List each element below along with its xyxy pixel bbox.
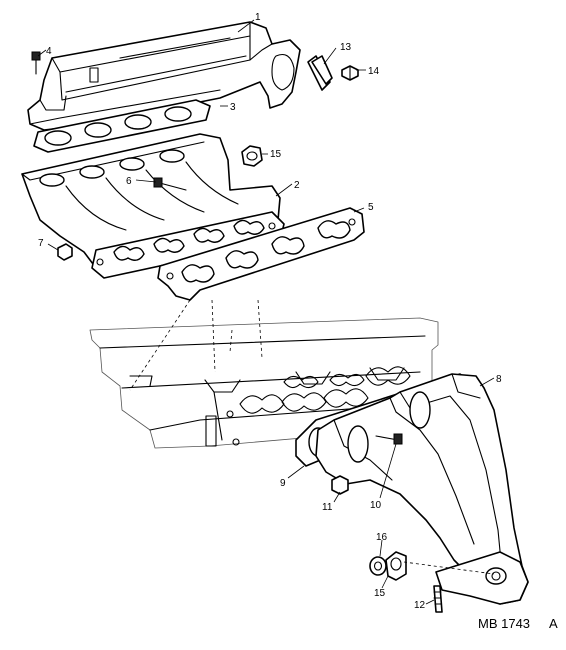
stud-part-12 bbox=[433, 585, 443, 613]
callout-7: 7 bbox=[38, 238, 44, 249]
callout-12: 12 bbox=[414, 600, 426, 611]
figure-ref-code: MB 1743 bbox=[478, 616, 530, 631]
callout-4: 4 bbox=[46, 46, 52, 57]
callout-labels: 1 3 4 13 14 15 6 2 5 7 8 9 10 11 12 16 1… bbox=[38, 12, 502, 611]
manifold-gasket bbox=[157, 207, 365, 301]
bolt-part-14 bbox=[341, 65, 359, 81]
callout-8: 8 bbox=[496, 374, 502, 385]
plenum-gasket bbox=[33, 99, 211, 153]
bracket-part-13 bbox=[307, 55, 333, 91]
callout-15-upper: 15 bbox=[270, 149, 282, 160]
callout-10: 10 bbox=[370, 500, 382, 511]
bolt-part-6 bbox=[153, 177, 187, 191]
callout-9: 9 bbox=[280, 478, 286, 489]
washer-part-16 bbox=[369, 556, 387, 576]
callout-11: 11 bbox=[322, 502, 333, 513]
bolt-part-4 bbox=[31, 51, 41, 75]
callout-5: 5 bbox=[368, 202, 374, 213]
figure-reference: MB 1743 A bbox=[478, 616, 558, 631]
callout-13: 13 bbox=[340, 42, 352, 53]
nut-part-7 bbox=[57, 243, 73, 261]
callout-2: 2 bbox=[294, 180, 300, 191]
plenum-chamber bbox=[27, 21, 301, 131]
nut-part-15-upper bbox=[241, 145, 263, 167]
callout-16: 16 bbox=[376, 532, 388, 543]
exhaust-manifold bbox=[315, 373, 529, 605]
stud-part-10 bbox=[375, 433, 403, 445]
callout-3: 3 bbox=[230, 102, 236, 113]
callout-6: 6 bbox=[126, 176, 132, 187]
nut-part-15-lower bbox=[385, 551, 407, 581]
callout-1: 1 bbox=[255, 12, 261, 23]
nut-part-11 bbox=[331, 475, 349, 495]
callout-14: 14 bbox=[368, 66, 380, 77]
leader-lines bbox=[37, 19, 495, 605]
callout-15-lower: 15 bbox=[374, 588, 386, 599]
figure-ref-suffix: A bbox=[549, 616, 558, 631]
inlet-manifold bbox=[21, 133, 285, 279]
